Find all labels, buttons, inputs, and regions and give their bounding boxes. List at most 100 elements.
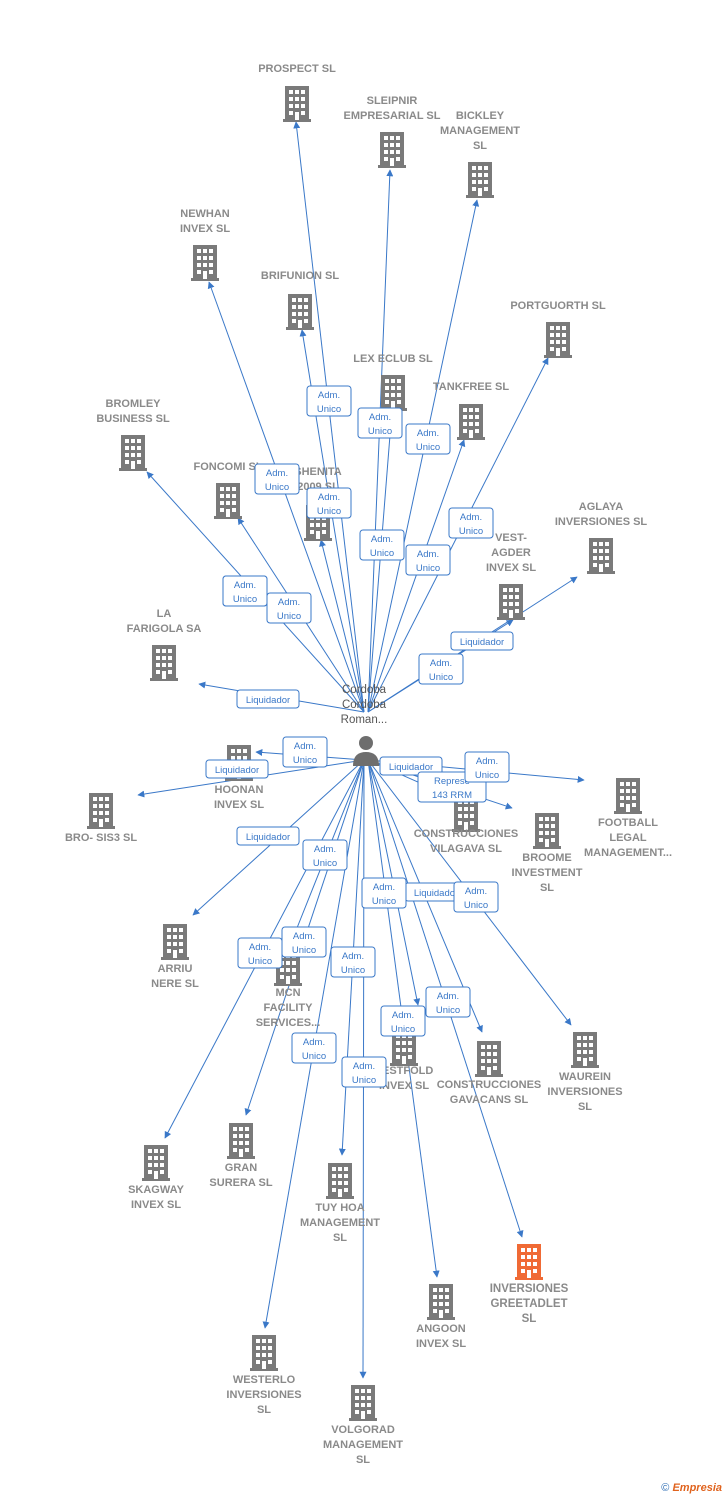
company-name-line: AGLAYA (579, 501, 623, 513)
company-node-portguorth[interactable]: PORTGUORTH SL (510, 300, 606, 358)
relation-label-angoon[interactable]: Adm.Unico (361, 877, 407, 909)
relation-label-lafarigola[interactable]: Liquidador (236, 689, 300, 709)
company-node-prospect[interactable]: PROSPECT SL (258, 63, 336, 122)
relation-label-box (236, 689, 300, 709)
company-name-line: SKAGWAY (128, 1184, 184, 1196)
relation-label-text: Unico (436, 1005, 460, 1016)
relation-label-tankfree[interactable]: Adm.Unico (405, 544, 451, 576)
relation-label-westerlo[interactable]: Adm.Unico (291, 1032, 337, 1064)
person-icon (353, 736, 379, 766)
company-name-line: SL (257, 1404, 271, 1416)
building-icon (614, 778, 642, 814)
company-node-foncomi[interactable]: FONCOMI SL (193, 461, 263, 519)
relation-label-text: Unico (475, 770, 499, 781)
relation-label-arriu[interactable]: Liquidador (236, 826, 300, 846)
relation-label-greetadlet[interactable]: Adm.Unico (425, 986, 471, 1018)
company-node-football[interactable]: FOOTBALLLEGALMANAGEMENT... (584, 778, 672, 859)
relation-label-text: Adm. (314, 844, 336, 855)
company-node-brifunion[interactable]: BRIFUNION SL (261, 270, 340, 330)
relation-label-waurein[interactable]: Adm.Unico (453, 881, 499, 913)
company-name-line: FONCOMI SL (193, 461, 262, 473)
relation-label-text: Unico (265, 482, 289, 493)
relation-label-hoonan[interactable]: Adm.Unico (282, 736, 328, 768)
center-person-node[interactable]: CordobaCordobaRoman... (341, 684, 388, 766)
relation-label-text: Unico (368, 426, 392, 437)
relation-label-brifunion[interactable]: Adm.Unico (254, 463, 300, 495)
company-name-line: INVEX SL (180, 223, 230, 235)
relation-label-prospect[interactable]: Adm.Unico (306, 385, 352, 417)
relation-label-box (306, 487, 352, 519)
building-icon (326, 1163, 354, 1199)
brand-logo[interactable]: Empresia (672, 1482, 722, 1494)
company-name-line: INVEX SL (214, 799, 264, 811)
company-name-line: FACILITY (264, 1002, 314, 1014)
relation-label-aglaya[interactable]: Liquidador (450, 631, 514, 651)
company-name-line: TUY HOA (315, 1202, 364, 1214)
company-name-line: VILAGAVA SL (430, 843, 502, 855)
relation-label-skagway[interactable]: Adm.Unico (237, 937, 283, 969)
company-name-line: CONSTRUCCIONES (437, 1079, 542, 1091)
relation-label-vestagder[interactable]: Adm.Unico (418, 653, 464, 685)
relation-label-tuyhoa[interactable]: Adm.Unico (330, 946, 376, 978)
company-name-line: PORTGUORTH SL (510, 300, 606, 312)
company-node-mcn[interactable]: MCNFACILITYSERVICES... (256, 950, 321, 1029)
company-name-line: ARRIU (158, 963, 193, 975)
relation-label-text: Unico (292, 945, 316, 956)
relation-label-gransurera[interactable]: Adm.Unico (302, 839, 348, 871)
relation-label-sleipnir[interactable]: Adm.Unico (357, 407, 403, 439)
company-node-lexeclub[interactable]: LEX ECLUB SL (353, 353, 433, 411)
relation-label-lexeclub[interactable]: Adm.Unico (359, 529, 405, 561)
company-name-line: BICKLEY (456, 110, 505, 122)
relation-label-brosis3[interactable]: Liquidador (205, 759, 269, 779)
company-node-hoonan[interactable]: HOONAN INVEX SL (214, 745, 264, 811)
relation-label-text: Adm. (318, 492, 340, 503)
relation-label-bickley[interactable]: Adm.Unico (405, 423, 451, 455)
company-name-line: INVEX SL (486, 562, 536, 574)
relation-label-box (453, 881, 499, 913)
relation-label-box (405, 544, 451, 576)
relation-label-foncomi[interactable]: Adm.Unico (266, 592, 312, 624)
company-name-line: SHENITA (294, 466, 342, 478)
company-name-line: SERVICES... (256, 1017, 321, 1029)
relation-label-bromley[interactable]: Adm.Unico (222, 575, 268, 607)
relation-label-text: Unico (233, 594, 257, 605)
relation-label-mcn[interactable]: Adm.Unico (281, 926, 327, 958)
relation-label-portguorth[interactable]: Adm.Unico (448, 507, 494, 539)
relation-label-vilagava[interactable]: Liquidador (379, 756, 443, 776)
relation-edge-lexeclub (367, 409, 395, 713)
building-icon (161, 924, 189, 960)
building-icon (87, 793, 115, 829)
company-node-brosis3[interactable]: BRO- SIS3 SL (65, 793, 137, 844)
building-icon (378, 132, 406, 168)
relation-label-vestfold[interactable]: Adm.Unico (380, 1005, 426, 1037)
company-name-line: GREETADLET (490, 1298, 567, 1310)
relation-label-shenita[interactable]: Adm.Unico (306, 487, 352, 519)
company-node-tankfree[interactable]: TANKFREE SL (433, 381, 509, 440)
company-name-line: HOONAN (215, 784, 264, 796)
relation-label-football[interactable]: Adm.Unico (464, 751, 510, 783)
relation-label-box (379, 756, 443, 776)
relation-label-volgorad[interactable]: Adm.Unico (341, 1056, 387, 1088)
relation-label-text: Unico (317, 404, 341, 415)
company-name-line: INVERSIONES (490, 1283, 569, 1295)
